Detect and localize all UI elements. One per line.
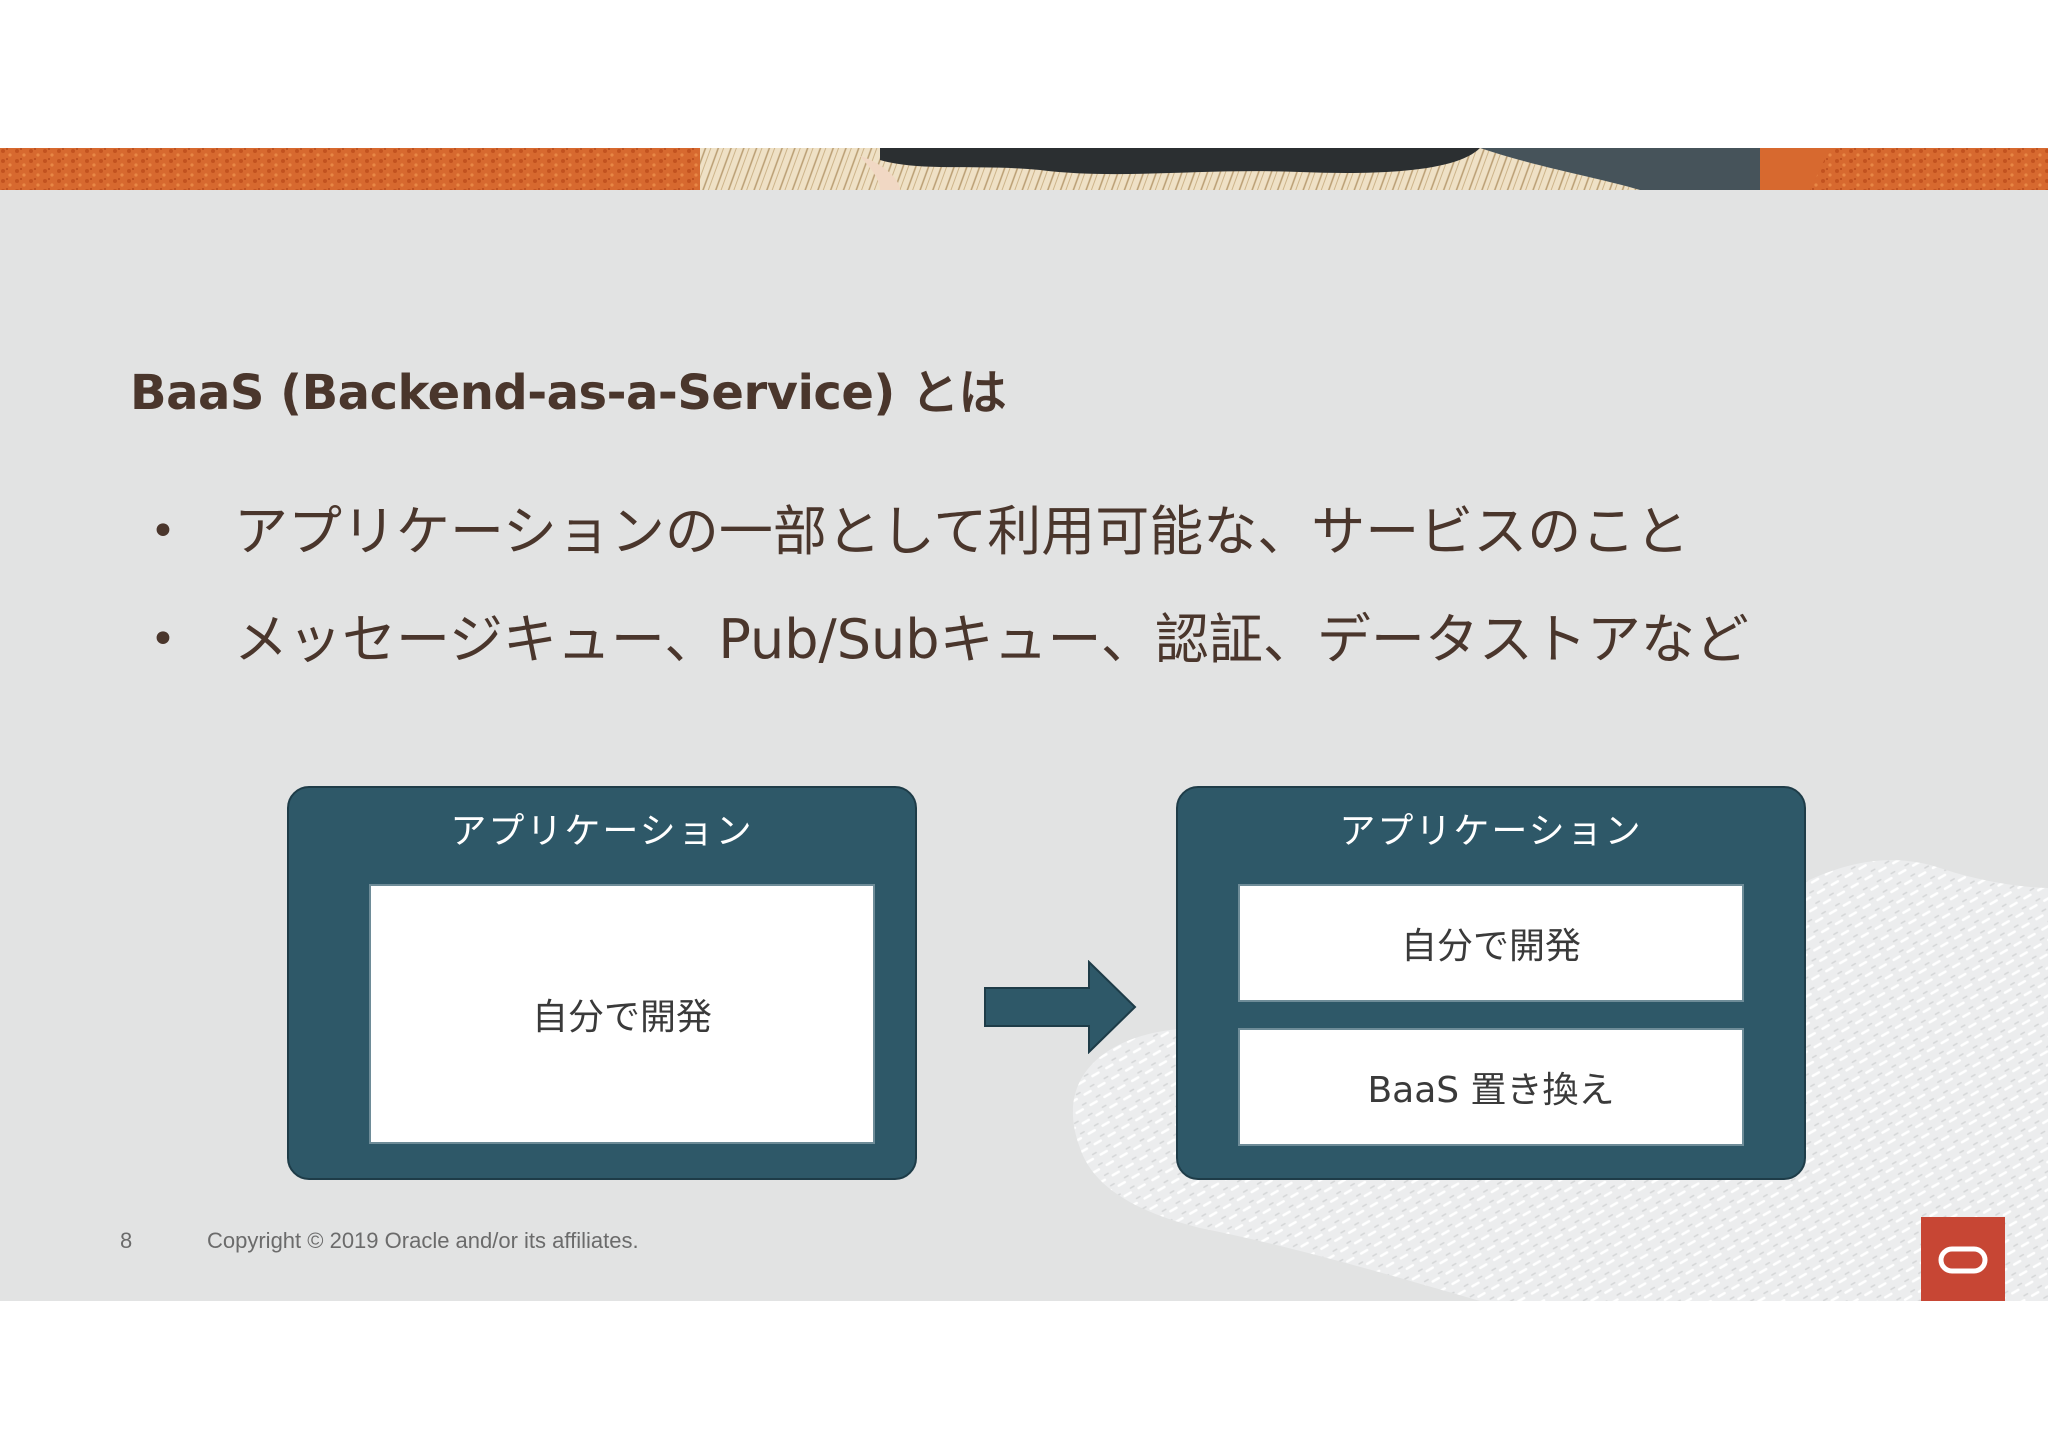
- right-arrow-icon: [984, 960, 1137, 1054]
- bullet-icon: •: [150, 506, 176, 557]
- right-application-box: アプリケーション 自分で開発 BaaS 置き換え: [1176, 786, 1806, 1180]
- bullet-text: アプリケーションの一部として利用可能な、サービスのこと: [234, 500, 1690, 563]
- oracle-logo-icon: [1921, 1217, 2005, 1301]
- slide-title: BaaS (Backend-as-a-Service) とは: [130, 365, 1007, 421]
- right-self-developed-box: 自分で開発: [1238, 884, 1744, 1002]
- left-application-box: アプリケーション 自分で開発: [287, 786, 917, 1180]
- page-number: 8: [120, 1228, 133, 1253]
- decorative-banner: [0, 148, 2048, 190]
- left-application-label: アプリケーション: [450, 811, 754, 852]
- baas-replacement-box: BaaS 置き換え: [1238, 1028, 1744, 1146]
- copyright-text: Copyright © 2019 Oracle and/or its affil…: [207, 1228, 639, 1253]
- bullet-icon: •: [150, 614, 176, 665]
- right-application-label: アプリケーション: [1339, 811, 1643, 852]
- bullet-text: メッセージキュー、Pub/Subキュー、認証、データストアなど: [234, 608, 1749, 671]
- slide: BaaS (Backend-as-a-Service) とは • アプリケーショ…: [0, 148, 2048, 1301]
- left-self-developed-box: 自分で開発: [369, 884, 875, 1144]
